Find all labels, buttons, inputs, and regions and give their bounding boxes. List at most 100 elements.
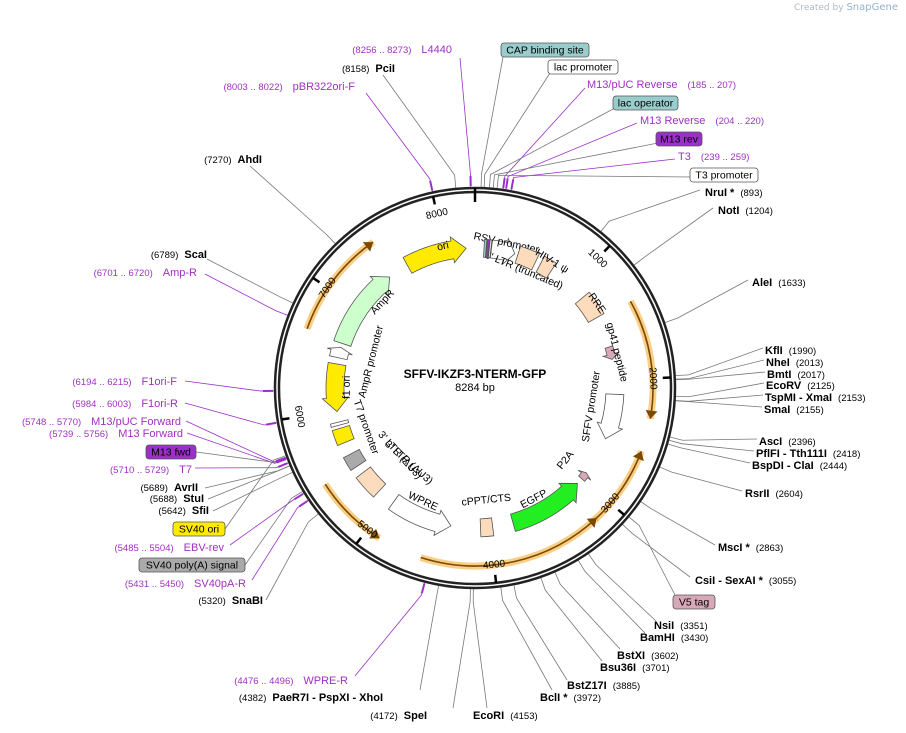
enzyme-snabi: (5320) SnaBI bbox=[198, 595, 263, 607]
leader-scai bbox=[206, 258, 294, 304]
gap-ecori: (4153) bbox=[510, 711, 537, 722]
feature-sffv-promoter bbox=[596, 393, 625, 440]
feature-rsv-promoter bbox=[489, 237, 516, 266]
name-amp-r: Amp-R bbox=[163, 267, 197, 279]
leader-bamhi bbox=[578, 560, 646, 634]
gap-bspdi-clai: (2444) bbox=[820, 461, 847, 472]
primer-text-ebv-rev: (5485 .. 5504)EBV-rev bbox=[114, 542, 224, 554]
enzyme-bsu36i: Bsu36I(3701) bbox=[600, 662, 670, 674]
coordinate-nsii: (3351) bbox=[680, 621, 707, 632]
name-kfli: KflI bbox=[765, 345, 783, 357]
inner-label-3-ltr-u3: 3' LTR (ΔU3) bbox=[375, 429, 424, 482]
feature-box-bg-v5-tag bbox=[672, 594, 716, 610]
enzyme-text-nsii: NsiI (3351) bbox=[654, 620, 708, 632]
tick-label-4000: 4000 bbox=[482, 558, 506, 571]
feature-cppt-cts bbox=[479, 517, 495, 538]
leader-bstz17i bbox=[513, 585, 568, 681]
feature-box-bg-m13-fwd bbox=[145, 444, 197, 460]
enzyme-avrii: (5689)AvrII bbox=[140, 482, 198, 494]
enzyme-text-ahdi: (7270)AhdI bbox=[204, 154, 262, 166]
name-stui: StuI bbox=[183, 493, 204, 505]
orf-arc-head-1 bbox=[632, 451, 644, 462]
leader-f1ori-r bbox=[184, 402, 278, 426]
primer-text-l4440: (8256 .. 8273)L4440 bbox=[352, 44, 452, 56]
gap-f1ori-f: F1ori-F bbox=[142, 376, 178, 388]
gap-amp-r: Amp-R bbox=[163, 267, 197, 279]
enzyme-bstxi: BstXI(3602) bbox=[617, 650, 679, 662]
leader-sfii bbox=[212, 471, 293, 512]
name-nrui: NruI * bbox=[705, 187, 735, 199]
name-scai: ScaI bbox=[184, 249, 207, 261]
credit-brand: SnapGene bbox=[846, 2, 898, 13]
enzyme-nsii: NsiI (3351) bbox=[654, 620, 708, 632]
coordinate-tspmi-xmai: (2153) bbox=[838, 393, 865, 404]
primer-text-m13-puc-forward: (5748 .. 5770)M13/pUC Forward bbox=[22, 416, 181, 428]
feature-box-label-m13-fwd: M13 fwd bbox=[151, 446, 191, 458]
feature-lac-operator bbox=[483, 238, 488, 258]
feature-box-label-cap-binding-site: CAP binding site bbox=[506, 44, 584, 56]
enzyme-text-pflfi-tth111i: PflFI - Tth111I (2418) bbox=[756, 448, 860, 460]
enzyme-ecori: EcoRI(4153) bbox=[473, 710, 538, 722]
feature-box-lac-promoter: lac promoter bbox=[547, 59, 619, 75]
primer-t3: T3(239 .. 259) bbox=[678, 151, 749, 163]
leader-lac-promoter bbox=[483, 72, 551, 188]
gap-bstz17i: (3885) bbox=[613, 681, 640, 692]
enzyme-text-ecori: EcoRI(4153) bbox=[473, 710, 538, 722]
leader-snabi bbox=[265, 513, 319, 601]
leader-ecorv bbox=[675, 382, 765, 398]
feature-box-label-sv40-ori: SV40 ori bbox=[179, 523, 219, 535]
coordinate-ecorv: (2125) bbox=[807, 381, 834, 392]
primer-text-f1ori-f: (6194 .. 6215)F1ori-F bbox=[72, 376, 177, 388]
enzyme-paer7i-pspxi-xhoi: (4382)PaeR7I - PspXI - XhoI bbox=[239, 692, 383, 704]
gap-tspmi-xmai: (2153) bbox=[838, 393, 865, 404]
primer-wpre-r: (4476 .. 4496)WPRE-R bbox=[234, 675, 348, 687]
coordinate-noti: (1204) bbox=[745, 206, 772, 217]
primer-l4440: (8256 .. 8273)L4440 bbox=[352, 44, 452, 56]
coordinate-amp-r: (6701 .. 6720) bbox=[94, 268, 153, 279]
gap-stui: StuI bbox=[183, 493, 204, 505]
gap-pflfi-tth111i: (2418) bbox=[833, 449, 860, 460]
leader-t3-promoter bbox=[496, 174, 693, 189]
leader-bsu36i bbox=[540, 577, 603, 662]
gap-scai: ScaI bbox=[184, 249, 207, 261]
feature-t3-promoter bbox=[487, 239, 493, 259]
primer-mark-5710 bbox=[277, 462, 288, 468]
coordinate-wpre-r: (4476 .. 4496) bbox=[234, 676, 293, 687]
name-bcli: BclI * bbox=[540, 692, 568, 704]
gap-alei: (1633) bbox=[778, 278, 805, 289]
coordinate-f1ori-r: (5984 .. 6003) bbox=[72, 399, 131, 410]
leader-m13-puc-forward bbox=[185, 420, 287, 463]
name-pflfi-tth111i: PflFI - Tth111I bbox=[756, 448, 827, 460]
tick-mark-4000 bbox=[493, 574, 498, 583]
enzyme-ahdi: (7270)AhdI bbox=[204, 154, 262, 166]
feature-box-bg-cap-binding-site bbox=[500, 42, 590, 58]
coordinate-snabi: (5320) bbox=[198, 596, 225, 607]
name-nsii: NsiI bbox=[654, 620, 674, 632]
feature-box-bg-m13-rev bbox=[655, 131, 703, 147]
tick-label-6000: 6000 bbox=[292, 405, 307, 429]
primer-text-t7: (5710 .. 5729)T7 bbox=[110, 464, 192, 476]
coordinate-t3: (239 .. 259) bbox=[701, 152, 750, 163]
gap-ecorv: (2125) bbox=[807, 381, 834, 392]
gap-csii-sexai: (3055) bbox=[769, 576, 796, 587]
name-avrii: AvrII bbox=[174, 482, 198, 494]
enzyme-text-bstxi: BstXI(3602) bbox=[617, 650, 679, 662]
gap-snabi: SnaBI bbox=[232, 595, 263, 607]
gap-noti: (1204) bbox=[745, 206, 772, 217]
leader-bmti bbox=[675, 371, 766, 381]
primer-mark-239 bbox=[510, 179, 515, 190]
gap-kfli: (1990) bbox=[789, 346, 816, 357]
name-tspmi-xmai: TspMI - XmaI bbox=[765, 392, 832, 404]
enzyme-pflfi-tth111i: PflFI - Tth111I (2418) bbox=[756, 448, 860, 460]
enzyme-ecorv: EcoRV(2125) bbox=[766, 380, 835, 392]
coordinate-bmti: (2017) bbox=[797, 370, 824, 381]
primer-mark-5748 bbox=[275, 456, 286, 463]
feature-hiv-1-psi bbox=[535, 255, 557, 279]
feature-box-label-lac-operator: lac operator bbox=[618, 97, 674, 109]
name-m13-forward: M13 Forward bbox=[118, 428, 183, 440]
site-labels: (8158)PciI(7270)AhdI(6789)ScaI(5689)AvrI… bbox=[22, 42, 866, 722]
name-rsrii: RsrII bbox=[745, 488, 769, 500]
coordinate-bamhi: (3430) bbox=[681, 633, 708, 644]
coordinate-spei: (4172) bbox=[370, 711, 397, 722]
